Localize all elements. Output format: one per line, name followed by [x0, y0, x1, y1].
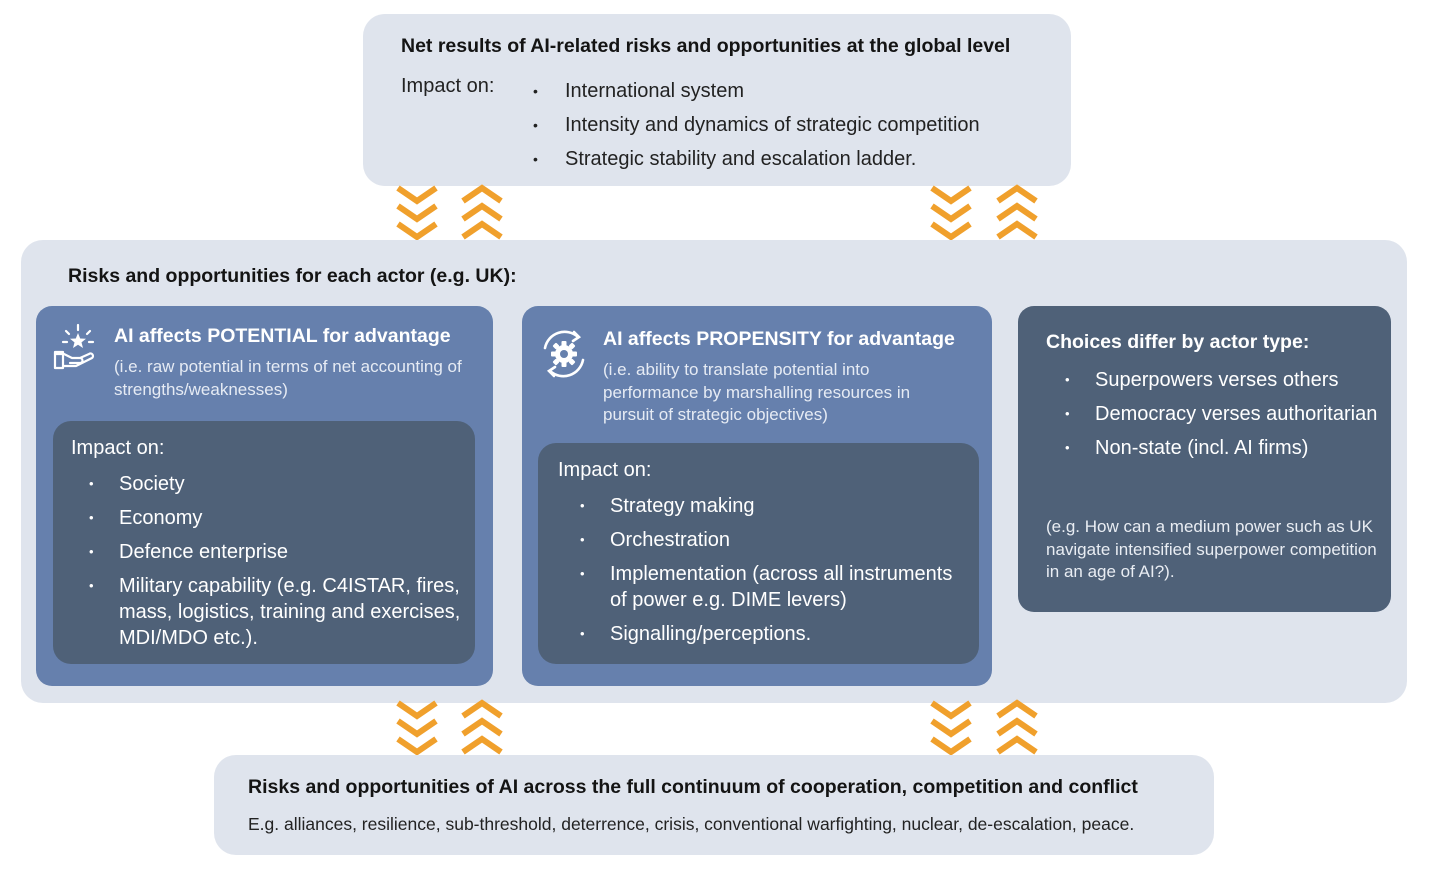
global-results-title: Net results of AI-related risks and oppo…: [401, 35, 1011, 57]
propensity-impact-list: Strategy making Orchestration Implementa…: [562, 493, 972, 655]
continuum-title: Risks and opportunities of AI across the…: [248, 776, 1138, 798]
potential-impact-panel: Impact on: Society Economy Defence enter…: [53, 421, 475, 664]
list-item: Military capability (e.g. C4ISTAR, fires…: [71, 573, 466, 651]
list-item: International system: [533, 74, 980, 108]
actor-risks-title: Risks and opportunities for each actor (…: [68, 265, 517, 287]
choices-title: Choices differ by actor type:: [1046, 331, 1310, 353]
list-item: Non-state (incl. AI firms): [1047, 435, 1382, 461]
list-item: Intensity and dynamics of strategic comp…: [533, 108, 980, 142]
propensity-subtitle: (i.e. ability to translate potential int…: [603, 360, 911, 424]
potential-impact-list: Society Economy Defence enterprise Milit…: [71, 471, 466, 659]
gear-cycle-icon: [543, 330, 585, 378]
list-item: Orchestration: [562, 527, 972, 553]
propensity-panel: AI affects PROPENSITY for advantage (i.e…: [522, 306, 992, 686]
chevron-down-icon: [396, 185, 438, 241]
chevron-up-icon: [996, 184, 1038, 240]
chevron-up-icon: [996, 699, 1038, 755]
hand-star-icon: [53, 323, 95, 370]
continuum-box: Risks and opportunities of AI across the…: [214, 755, 1214, 855]
chevron-down-icon: [930, 700, 972, 756]
global-results-box: Net results of AI-related risks and oppo…: [363, 14, 1071, 186]
list-item: Implementation (across all instruments o…: [562, 561, 972, 613]
potential-panel: AI affects POTENTIAL for advantage (i.e.…: [36, 306, 493, 686]
chevron-down-icon: [396, 700, 438, 756]
global-impact-label: Impact on:: [401, 75, 495, 97]
propensity-impact-panel: Impact on: Strategy making Orchestration…: [538, 443, 979, 664]
list-item: Society: [71, 471, 466, 497]
chevron-up-icon: [461, 699, 503, 755]
potential-subtitle: (i.e. raw potential in terms of net acco…: [114, 357, 462, 399]
list-item: Defence enterprise: [71, 539, 466, 565]
chevron-down-icon: [930, 185, 972, 241]
list-item: Signalling/perceptions.: [562, 621, 972, 647]
list-item: Strategy making: [562, 493, 972, 519]
choices-note: (e.g. How can a medium power such as UK …: [1046, 517, 1377, 581]
list-item: Strategic stability and escalation ladde…: [533, 142, 980, 176]
chevron-up-icon: [461, 184, 503, 240]
propensity-title: AI affects PROPENSITY for advantage: [603, 328, 955, 350]
potential-impact-label: Impact on:: [71, 437, 165, 459]
potential-title: AI affects POTENTIAL for advantage: [114, 325, 451, 347]
continuum-subtitle: E.g. alliances, resilience, sub-threshol…: [248, 814, 1135, 834]
choices-panel: Choices differ by actor type: Superpower…: [1018, 306, 1391, 612]
choices-list: Superpowers verses others Democracy vers…: [1047, 367, 1382, 469]
list-item: Economy: [71, 505, 466, 531]
list-item: Superpowers verses others: [1047, 367, 1382, 393]
list-item: Democracy verses authoritarian: [1047, 401, 1382, 427]
global-impact-list: International system Intensity and dynam…: [533, 74, 980, 176]
propensity-impact-label: Impact on:: [558, 459, 652, 481]
